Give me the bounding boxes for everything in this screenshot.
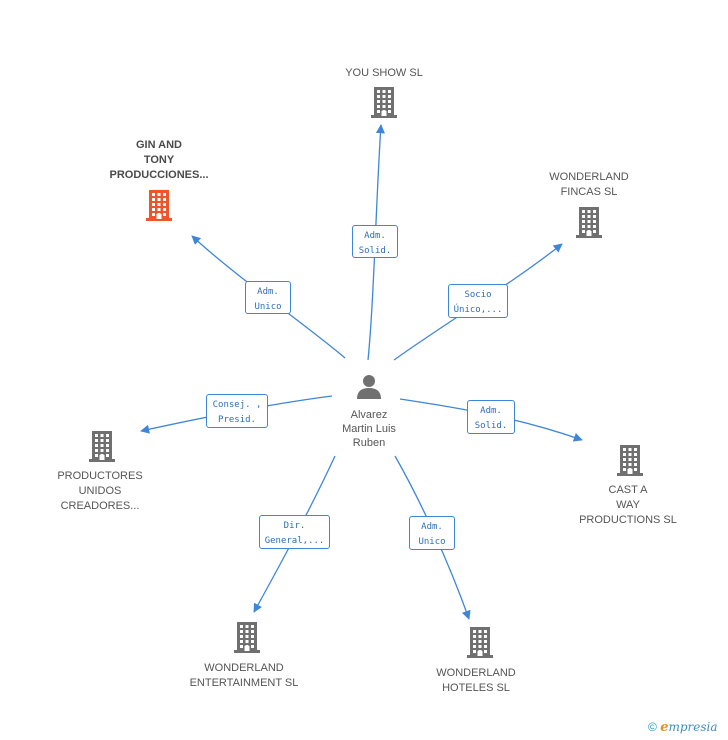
company-node[interactable] [576,206,602,243]
company-name-line: ENTERTAINMENT SL [189,677,299,689]
person-icon[interactable] [355,372,383,400]
company-name-line: WONDERLAND [204,662,284,674]
role-label-line: Solid. [474,421,508,431]
role-label-line: Adm. [364,231,386,241]
role-label-gin-and-tony[interactable]: Adm. Unico [245,281,291,314]
company-node[interactable] [89,430,115,467]
company-name-cast-a-way[interactable]: CAST A WAY PRODUCTIONS SL [548,483,708,528]
building-icon[interactable] [234,621,260,653]
company-name-line: WONDERLAND [436,667,516,679]
role-label-line: Unico [418,537,446,547]
person-name-line: Martin Luis [342,423,396,435]
building-icon[interactable] [467,626,493,658]
company-name-line: PRODUCCIONES... [109,169,209,181]
role-label-line: Adm. [480,406,502,416]
empresia-logo: empresia [660,720,718,735]
company-name-line: WONDERLAND [549,171,629,183]
person-name-line: Ruben [352,437,386,449]
company-name-line: WAY [616,499,640,511]
copyright-symbol: © [648,720,657,734]
company-name-line: CAST A [608,484,648,496]
footer-brand[interactable]: © empresia [648,720,718,735]
role-label-wonderland-hoteles[interactable]: Adm. Unico [409,516,455,550]
company-name-you-show[interactable]: YOU SHOW SL [304,66,464,81]
building-icon[interactable] [371,86,397,118]
role-label-wonderland-entertainment[interactable]: Dir. General,... [259,515,330,549]
company-name-line: GIN AND [135,139,183,151]
company-node[interactable] [617,444,643,481]
company-name-wonderland-hoteles[interactable]: WONDERLAND HOTELES SL [396,666,556,696]
company-name-gin-and-tony[interactable]: GIN AND TONY PRODUCCIONES... [79,138,239,183]
company-name-line: YOU SHOW SL [345,67,423,79]
role-label-line: Socio [464,290,492,300]
person-name-line: Alvarez [350,409,388,421]
role-label-you-show[interactable]: Adm. Solid. [352,225,398,258]
role-label-line: Adm. [421,522,443,532]
company-name-line: TONY [143,154,175,166]
role-label-line: Unico [254,302,282,312]
company-name-line: PRODUCTORES [57,470,143,482]
building-icon[interactable] [576,206,602,238]
role-label-line: General,... [264,536,325,546]
building-icon[interactable] [617,444,643,476]
company-node[interactable] [146,189,172,226]
company-name-line: PRODUCTIONS SL [579,514,677,526]
company-node[interactable] [234,621,260,658]
role-label-line: Único,... [453,305,503,315]
person-name[interactable]: Alvarez Martin Luis Ruben [309,408,429,450]
company-name-line: UNIDOS [78,485,122,497]
company-node[interactable] [467,626,493,663]
company-name-wonderland-fincas[interactable]: WONDERLAND FINCAS SL [509,170,669,200]
company-name-line: FINCAS SL [560,186,618,198]
role-label-line: Solid. [358,246,392,256]
company-name-wonderland-entertainment[interactable]: WONDERLAND ENTERTAINMENT SL [164,661,324,691]
role-label-cast-a-way[interactable]: Adm. Solid. [467,400,515,434]
company-name-line: CREADORES... [60,500,140,512]
company-node[interactable] [371,86,397,123]
role-label-line: Dir. [283,521,306,531]
building-icon[interactable] [146,189,172,221]
company-name-productores-unidos[interactable]: PRODUCTORES UNIDOS CREADORES... [20,469,180,514]
role-label-line: Presid. [218,415,256,425]
building-icon[interactable] [89,430,115,462]
company-name-line: HOTELES SL [442,682,510,694]
role-label-line: Adm. [257,287,279,297]
role-label-line: Consej. , [212,400,262,410]
role-label-productores-unidos[interactable]: Consej. , Presid. [206,394,268,428]
